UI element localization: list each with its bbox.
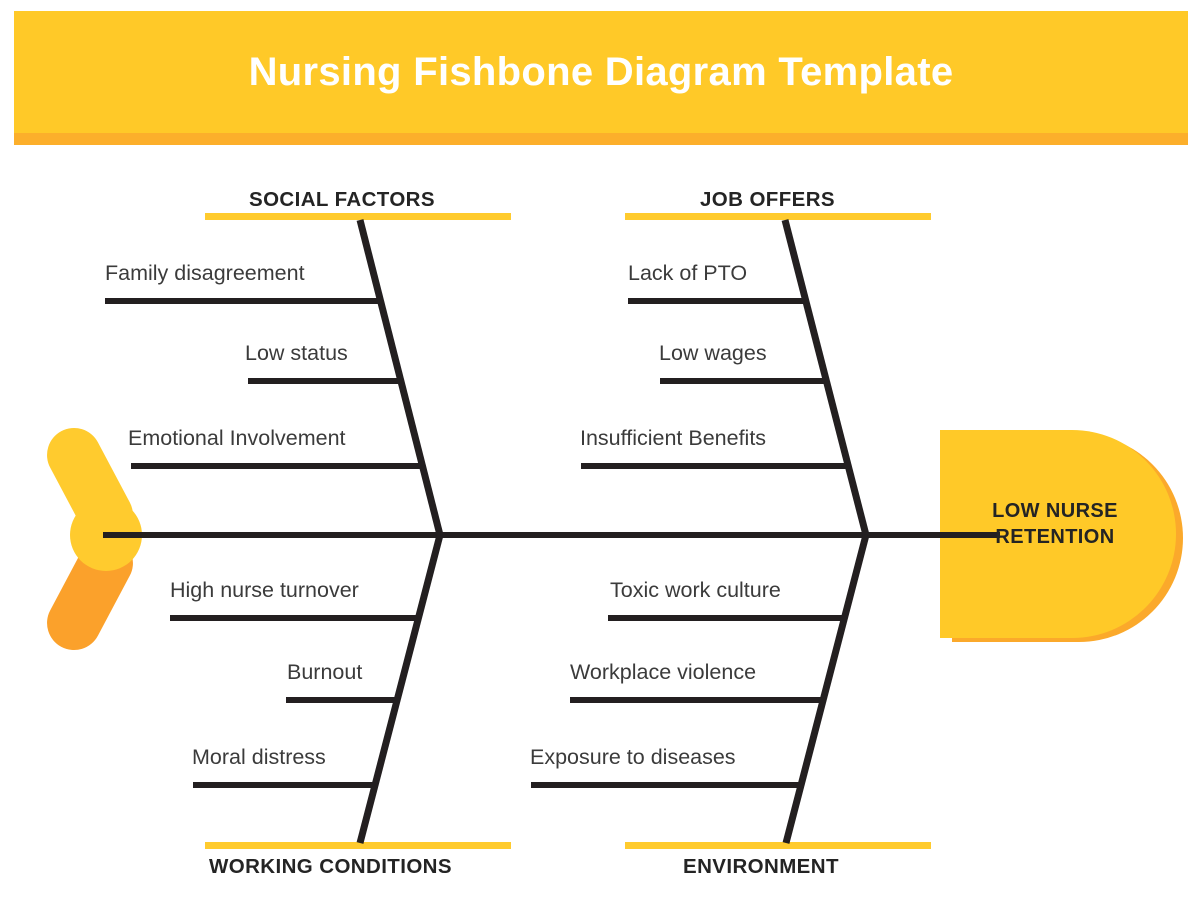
fish-head [940,430,1183,642]
page-title: Nursing Fishbone Diagram Template [248,49,954,94]
cause-label-low-wages: Low wages [659,341,767,365]
effect-statement: LOW NURSE RETENTION [960,498,1150,550]
category-bar-social-factors [205,213,511,220]
category-title-job-offers: JOB OFFERS [700,188,835,211]
cause-label-workplace-violence: Workplace violence [570,660,757,684]
category-title-environment: ENVIRONMENT [683,855,839,878]
effect-line-1: LOW NURSE [992,500,1118,522]
cause-label-burnout: Burnout [287,660,363,684]
cause-label-emotional-involvement: Emotional Involvement [128,426,346,450]
effect-line-2: RETENTION [995,526,1115,548]
fish-tail [47,427,142,651]
cause-label-lack-of-pto: Lack of PTO [628,261,748,285]
category-branch-working-conditions [170,534,511,849]
category-title-social-factors: SOCIAL FACTORS [249,188,435,211]
cause-label-moral-distress: Moral distress [192,745,326,769]
cause-label-insufficient-benefits: Insufficient Benefits [580,426,767,450]
header-banner [14,11,1188,145]
category-bar-job-offers [625,213,931,220]
category-rib-working-conditions [356,534,444,844]
cause-label-low-status: Low status [245,341,348,365]
cause-label-exposure-to-diseases: Exposure to diseases [530,745,736,769]
header-accent-strip [14,133,1188,145]
cause-label-high-nurse-turnover: High nurse turnover [170,578,359,602]
category-branch-environment [531,534,931,849]
category-rib-environment [782,534,870,844]
category-branch-job-offers [581,213,931,536]
category-bar-working-conditions [205,842,511,849]
category-rib-social-factors [356,219,444,536]
cause-label-family-disagreement: Family disagreement [105,261,305,285]
category-rib-job-offers [781,219,870,536]
category-branch-social-factors [105,213,511,536]
category-bar-environment [625,842,931,849]
category-title-working-conditions: WORKING CONDITIONS [209,855,452,878]
cause-label-toxic-work-culture: Toxic work culture [610,578,781,602]
fish-head-body [940,430,1176,638]
